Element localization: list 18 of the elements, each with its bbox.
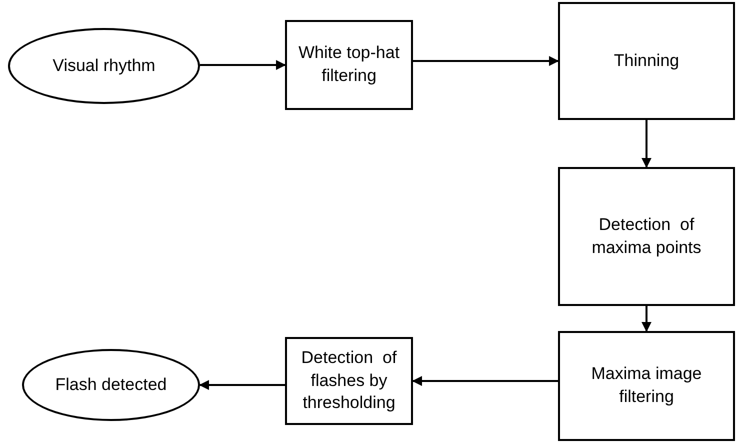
node-label: Flash detected bbox=[55, 374, 167, 396]
node-label: Detection of maxima points bbox=[590, 214, 702, 258]
process-box bbox=[285, 337, 413, 425]
process-box bbox=[558, 331, 735, 441]
arrow bbox=[412, 376, 558, 386]
arrow bbox=[199, 380, 285, 390]
arrow bbox=[200, 60, 286, 70]
node-label: Detection of flashes by thresholding bbox=[300, 346, 398, 414]
node-label: Maxima image filtering bbox=[590, 363, 703, 408]
arrow bbox=[642, 306, 652, 332]
node-label: Thinning bbox=[614, 50, 680, 72]
arrow bbox=[413, 56, 559, 66]
process-box bbox=[285, 20, 413, 110]
node-label: White top-hat filtering bbox=[297, 42, 401, 87]
process-box bbox=[558, 2, 735, 120]
arrow bbox=[642, 120, 652, 168]
node-label: Visual rhythm bbox=[52, 54, 156, 77]
process-box bbox=[558, 167, 735, 306]
